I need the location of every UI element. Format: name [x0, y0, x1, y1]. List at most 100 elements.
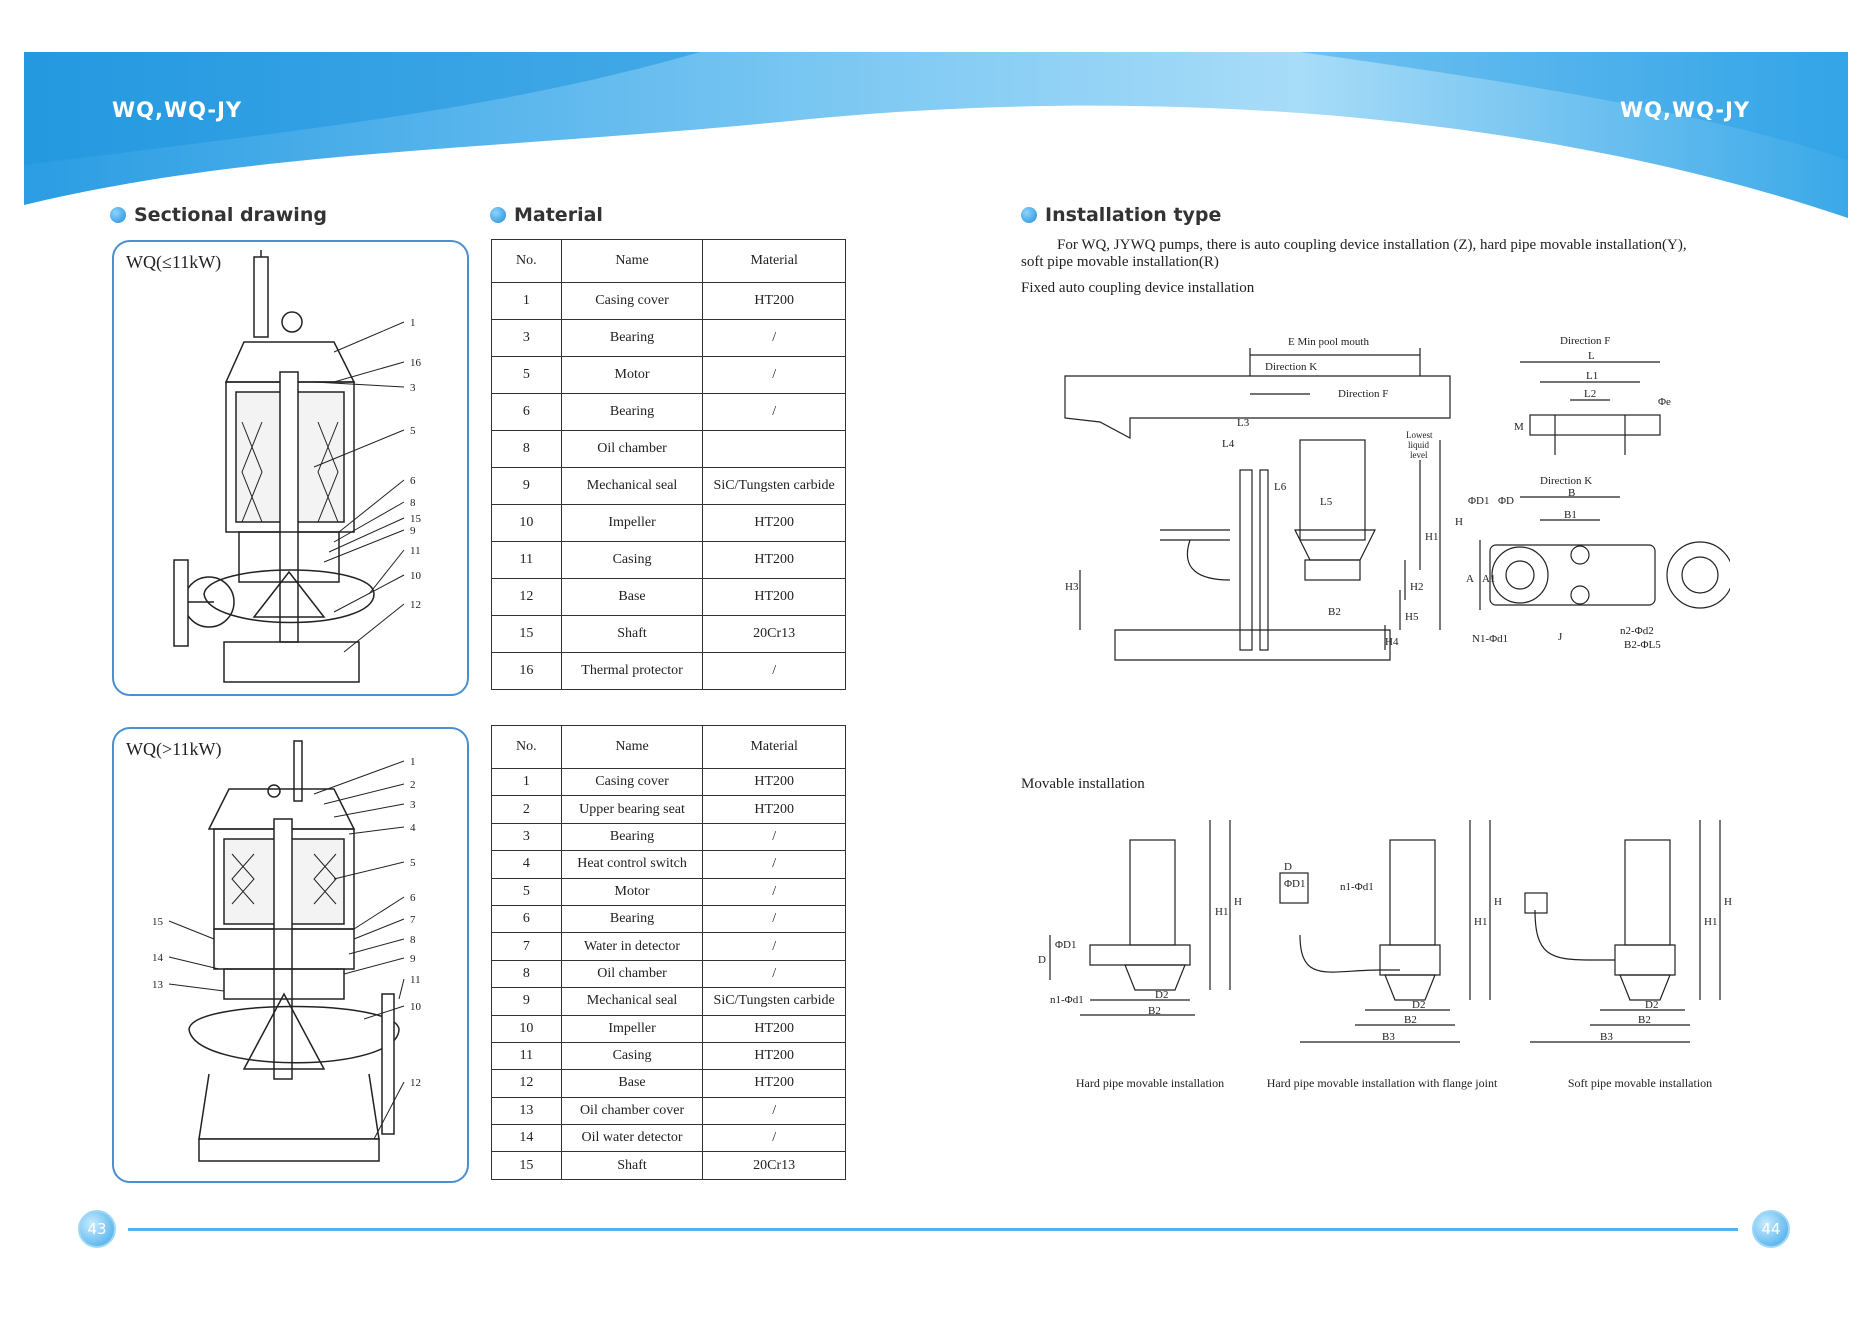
- label-lowest: Lowest: [1406, 430, 1433, 440]
- sectional-drawing-title: Sectional drawing: [134, 204, 327, 226]
- name-cell: Casing cover: [560, 282, 704, 320]
- name-cell: Bearing: [560, 393, 704, 431]
- label-h1: H1: [1215, 906, 1228, 918]
- label-l5: L5: [1320, 496, 1333, 508]
- label-j: J: [1558, 631, 1563, 643]
- callout-16: 16: [410, 357, 422, 369]
- no-cell: 11: [491, 541, 562, 579]
- installation-heading: Installation type: [1021, 204, 1221, 226]
- label-h: H: [1234, 896, 1242, 908]
- installation-intro-line1: For WQ, JYWQ pumps, there is auto coupli…: [1057, 237, 1687, 253]
- no-cell: 7: [491, 932, 562, 961]
- material-cell: HT200: [702, 504, 846, 542]
- label-d2: D2: [1645, 999, 1658, 1011]
- series-title-right: WQ,WQ-JY: [1620, 98, 1751, 122]
- header-no: No.: [491, 725, 562, 769]
- sectional-drawing-heading: Sectional drawing: [110, 204, 327, 226]
- header-name: Name: [560, 725, 704, 769]
- material-cell: /: [702, 652, 846, 690]
- page-number-right: 44: [1752, 1210, 1790, 1248]
- callout-14: 14: [152, 952, 164, 964]
- no-cell: 3: [491, 822, 562, 852]
- direction-f-diagram: Direction F L L1 L2 M Φe: [1514, 335, 1671, 455]
- name-cell: Bearing: [560, 822, 704, 852]
- no-cell: 8: [491, 959, 562, 989]
- direction-k-diagram: Direction K B B1 ΦD1 ΦD A A1 J N1-Φd1 n2…: [1466, 475, 1730, 651]
- label-b: B: [1568, 487, 1575, 499]
- label-l6: L6: [1274, 481, 1287, 493]
- name-cell: Impeller: [560, 504, 704, 542]
- name-cell: Casing cover: [560, 767, 704, 797]
- material-cell: /: [702, 959, 846, 989]
- no-cell: 13: [491, 1096, 562, 1126]
- name-cell: Casing: [560, 541, 704, 579]
- label-phi-d1: ΦD1: [1468, 495, 1489, 507]
- sectional-drawing-large: WQ(>11kW): [112, 727, 469, 1183]
- no-cell: 12: [491, 578, 562, 616]
- label-l3: L3: [1237, 417, 1250, 429]
- no-cell: 15: [491, 1151, 562, 1180]
- callout-11: 11: [410, 974, 421, 986]
- callout-10: 10: [410, 1001, 422, 1013]
- callout-5: 5: [410, 857, 416, 869]
- material-heading: Material: [490, 204, 603, 226]
- label-n1-d1: n1-Φd1: [1050, 994, 1084, 1006]
- name-cell: Oil chamber cover: [560, 1096, 704, 1126]
- label-e-min: E Min pool mouth: [1288, 336, 1369, 348]
- no-cell: 15: [491, 615, 562, 653]
- material-cell: /: [702, 877, 846, 906]
- material-cell: /: [702, 850, 846, 879]
- installation-title: Installation type: [1045, 204, 1222, 226]
- material-cell: /: [702, 1096, 846, 1126]
- label-b2: B2: [1404, 1014, 1417, 1026]
- name-cell: Water in detector: [560, 932, 704, 961]
- name-cell: Shaft: [560, 1151, 704, 1180]
- material-cell: HT200: [702, 541, 846, 579]
- callout-9: 9: [410, 953, 416, 965]
- label-d: D: [1284, 861, 1292, 873]
- label-a1: A1: [1482, 573, 1495, 585]
- label-phi-d: ΦD: [1498, 495, 1514, 507]
- no-cell: 16: [491, 652, 562, 690]
- callout-4: 4: [410, 822, 416, 834]
- no-cell: 12: [491, 1069, 562, 1098]
- label-m: M: [1514, 421, 1524, 433]
- label-direction-k: Direction K: [1265, 361, 1317, 373]
- material-cell: SiC/Tungsten carbide: [702, 987, 846, 1016]
- installation-intro-line2: soft pipe movable installation(R): [1021, 254, 1219, 270]
- hard-pipe-flange-diagram: D ΦD1 n1-Φd1 D2 B2 B3 H1 H: [1279, 820, 1502, 1043]
- material-cell: SiC/Tungsten carbide: [702, 467, 846, 505]
- footer-rule: [128, 1228, 1738, 1231]
- name-cell: Shaft: [560, 615, 704, 653]
- label-h5: H5: [1405, 611, 1419, 623]
- header-material: Material: [702, 725, 846, 769]
- label-level: level: [1410, 450, 1428, 460]
- label-h2: H2: [1410, 581, 1423, 593]
- label-direction-f: Direction F: [1338, 388, 1388, 400]
- sectional-drawing-small: WQ(≤11kW): [112, 240, 469, 696]
- callout-15: 15: [152, 916, 164, 928]
- material-cell: HT200: [702, 795, 846, 824]
- callout-12: 12: [410, 599, 421, 611]
- name-cell: Casing: [560, 1041, 704, 1071]
- material-cell: 20Cr13: [702, 615, 846, 653]
- callout-10: 10: [410, 570, 422, 582]
- no-cell: 9: [491, 467, 562, 505]
- callout-6: 6: [410, 892, 416, 904]
- drawing-label: WQ(>11kW): [126, 739, 222, 759]
